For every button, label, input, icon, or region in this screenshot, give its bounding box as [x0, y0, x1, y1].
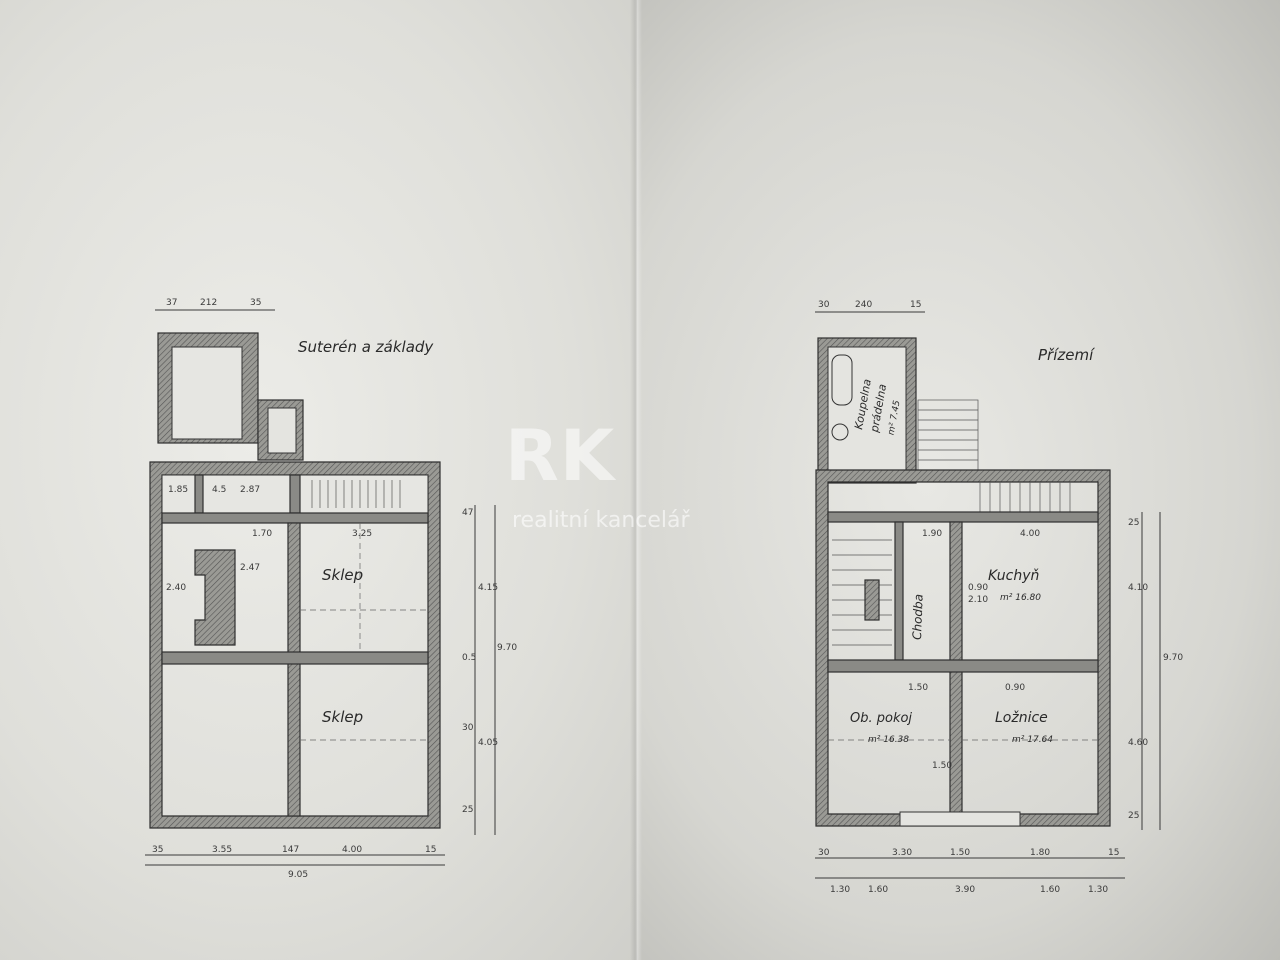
dim-left-top-2: 35	[250, 298, 261, 308]
dim-left-right-6: 25	[462, 805, 473, 815]
dim-left-inner-2: 2.87	[240, 485, 260, 495]
dim-left-bottom-1: 3.55	[212, 845, 232, 855]
dim-right-inner-2: 0.90	[968, 583, 988, 593]
room-area-kuchyn: m² 16.80	[1000, 593, 1041, 603]
room-label-chodba: Chodba	[910, 594, 926, 640]
room-area-ob-pokoj: m² 16.38	[868, 735, 909, 745]
room-label-sklep-upper: Sklep	[322, 566, 363, 584]
dim-right-right-2: 9.70	[1163, 653, 1183, 663]
dim-left-right-3: 9.70	[497, 643, 517, 653]
dim-right-bottom1-3: 1.80	[1030, 848, 1050, 858]
dim-right-inner-5: 1.50	[908, 683, 928, 693]
dim-right-right-0: 25	[1128, 518, 1139, 528]
dim-left-bottom-total: 9.05	[288, 870, 308, 880]
dim-left-inner-3: 1.70	[252, 529, 272, 539]
dim-left-inner-5: 2.40	[166, 583, 186, 593]
room-area-loznice: m² 17.64	[1012, 735, 1053, 745]
dim-right-inner-6: 1.50	[932, 761, 952, 771]
dim-right-bottom1-1: 3.30	[892, 848, 912, 858]
dim-right-bottom1-4: 15	[1108, 848, 1119, 858]
dim-left-right-5: 4.05	[478, 738, 498, 748]
dim-left-right-1: 4.15	[478, 583, 498, 593]
room-label-kuchyn: Kuchyň	[988, 568, 1039, 584]
dim-right-bottom2-1: 1.60	[868, 885, 888, 895]
dim-right-bottom2-4: 1.30	[1088, 885, 1108, 895]
plan-ground-floor	[815, 311, 1161, 879]
dim-right-inner-4: 0.90	[1005, 683, 1025, 693]
dim-left-bottom-0: 35	[152, 845, 163, 855]
dim-right-bottom2-3: 1.60	[1040, 885, 1060, 895]
dim-left-inner-6: 2.47	[240, 563, 260, 573]
dim-right-inner-3: 2.10	[968, 595, 988, 605]
dim-left-top-0: 37	[166, 298, 177, 308]
dim-left-bottom-3: 4.00	[342, 845, 362, 855]
dim-right-bottom2-0: 1.30	[830, 885, 850, 895]
dim-right-bottom2-2: 3.90	[955, 885, 975, 895]
dim-right-top-0: 30	[818, 300, 830, 310]
dim-right-right-4: 25	[1128, 811, 1139, 821]
dim-right-bottom1-2: 1.50	[950, 848, 970, 858]
dim-right-top-1: 240	[855, 300, 872, 310]
dim-right-right-1: 4.10	[1128, 583, 1148, 593]
dim-left-inner-1: 4.5	[212, 485, 226, 495]
dim-left-bottom-2: 147	[282, 845, 299, 855]
dim-left-inner-4: 3.25	[352, 529, 372, 539]
dim-right-bottom1-0: 30	[818, 848, 830, 858]
dim-right-inner-0: 1.90	[922, 529, 942, 539]
dim-left-inner-0: 1.85	[168, 485, 188, 495]
dim-left-right-2: 0.5	[462, 653, 476, 663]
paper-fold	[630, 0, 642, 960]
dim-left-right-0: 47	[462, 508, 473, 518]
watermark-tagline: realitní kancelář	[512, 508, 690, 533]
watermark-logo: RK	[505, 415, 616, 497]
room-label-sklep-lower: Sklep	[322, 708, 363, 726]
ground-floor-title: Přízemí	[1038, 346, 1095, 364]
dim-left-right-4: 30	[462, 723, 474, 733]
basement-title: Suterén a základy	[298, 338, 434, 356]
plan-basement	[145, 309, 496, 866]
room-label-loznice: Ložnice	[995, 710, 1048, 726]
dim-right-top-2: 15	[910, 300, 921, 310]
dim-left-bottom-4: 15	[425, 845, 436, 855]
dim-left-top-1: 212	[200, 298, 217, 308]
dim-right-inner-1: 4.00	[1020, 529, 1040, 539]
dim-right-right-3: 4.60	[1128, 738, 1148, 748]
room-label-ob-pokoj: Ob. pokoj	[850, 711, 912, 726]
